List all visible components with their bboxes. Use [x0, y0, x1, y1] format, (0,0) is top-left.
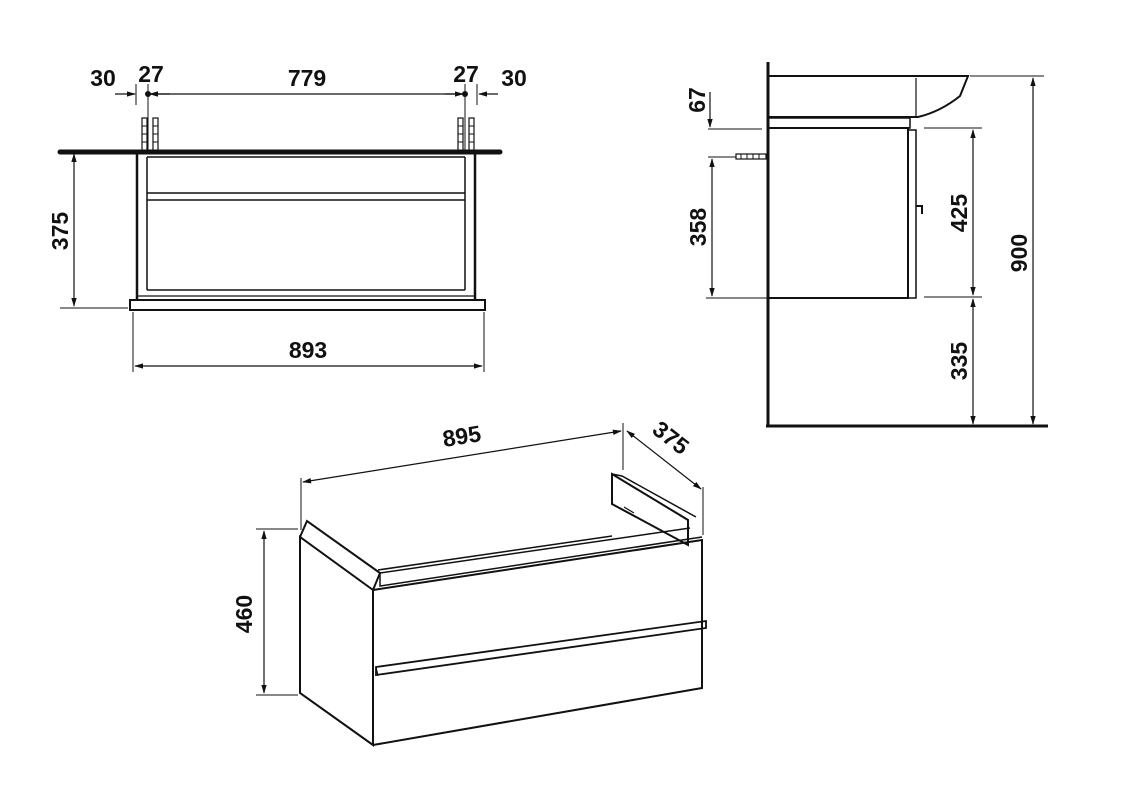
top-cabinet [129, 152, 486, 311]
dim-left-anchor: 27 [138, 61, 164, 87]
dim-floor-clearance: 335 [946, 342, 972, 381]
top-dimension-lines [60, 91, 498, 372]
anchor-bolts [135, 84, 478, 153]
side-dimension-lines [706, 75, 1044, 425]
dim-right-margin: 30 [501, 65, 527, 91]
dim-left-margin: 30 [90, 65, 116, 91]
dim-total-height: 900 [1006, 234, 1032, 272]
dim-basin-offset: 67 [684, 87, 710, 113]
side-view: 67 358 425 335 900 [684, 62, 1048, 428]
dim-center-width: 779 [288, 65, 326, 91]
dim-iso-height: 460 [231, 595, 257, 633]
iso-cabinet [299, 472, 707, 747]
dim-width: 893 [289, 337, 327, 363]
dim-cabinet-height: 425 [946, 194, 972, 233]
dim-iso-width: 895 [441, 420, 483, 452]
iso-view: 895 375 460 [231, 416, 707, 747]
side-cabinet [768, 117, 923, 299]
iso-dimension-lines [256, 423, 704, 696]
top-view: 30 27 779 27 30 375 893 [47, 61, 527, 372]
dim-depth: 375 [47, 212, 73, 251]
dim-anchor-height: 358 [685, 208, 711, 247]
dim-right-anchor: 27 [453, 61, 479, 87]
wall-anchor [735, 153, 767, 160]
basin [768, 75, 970, 118]
